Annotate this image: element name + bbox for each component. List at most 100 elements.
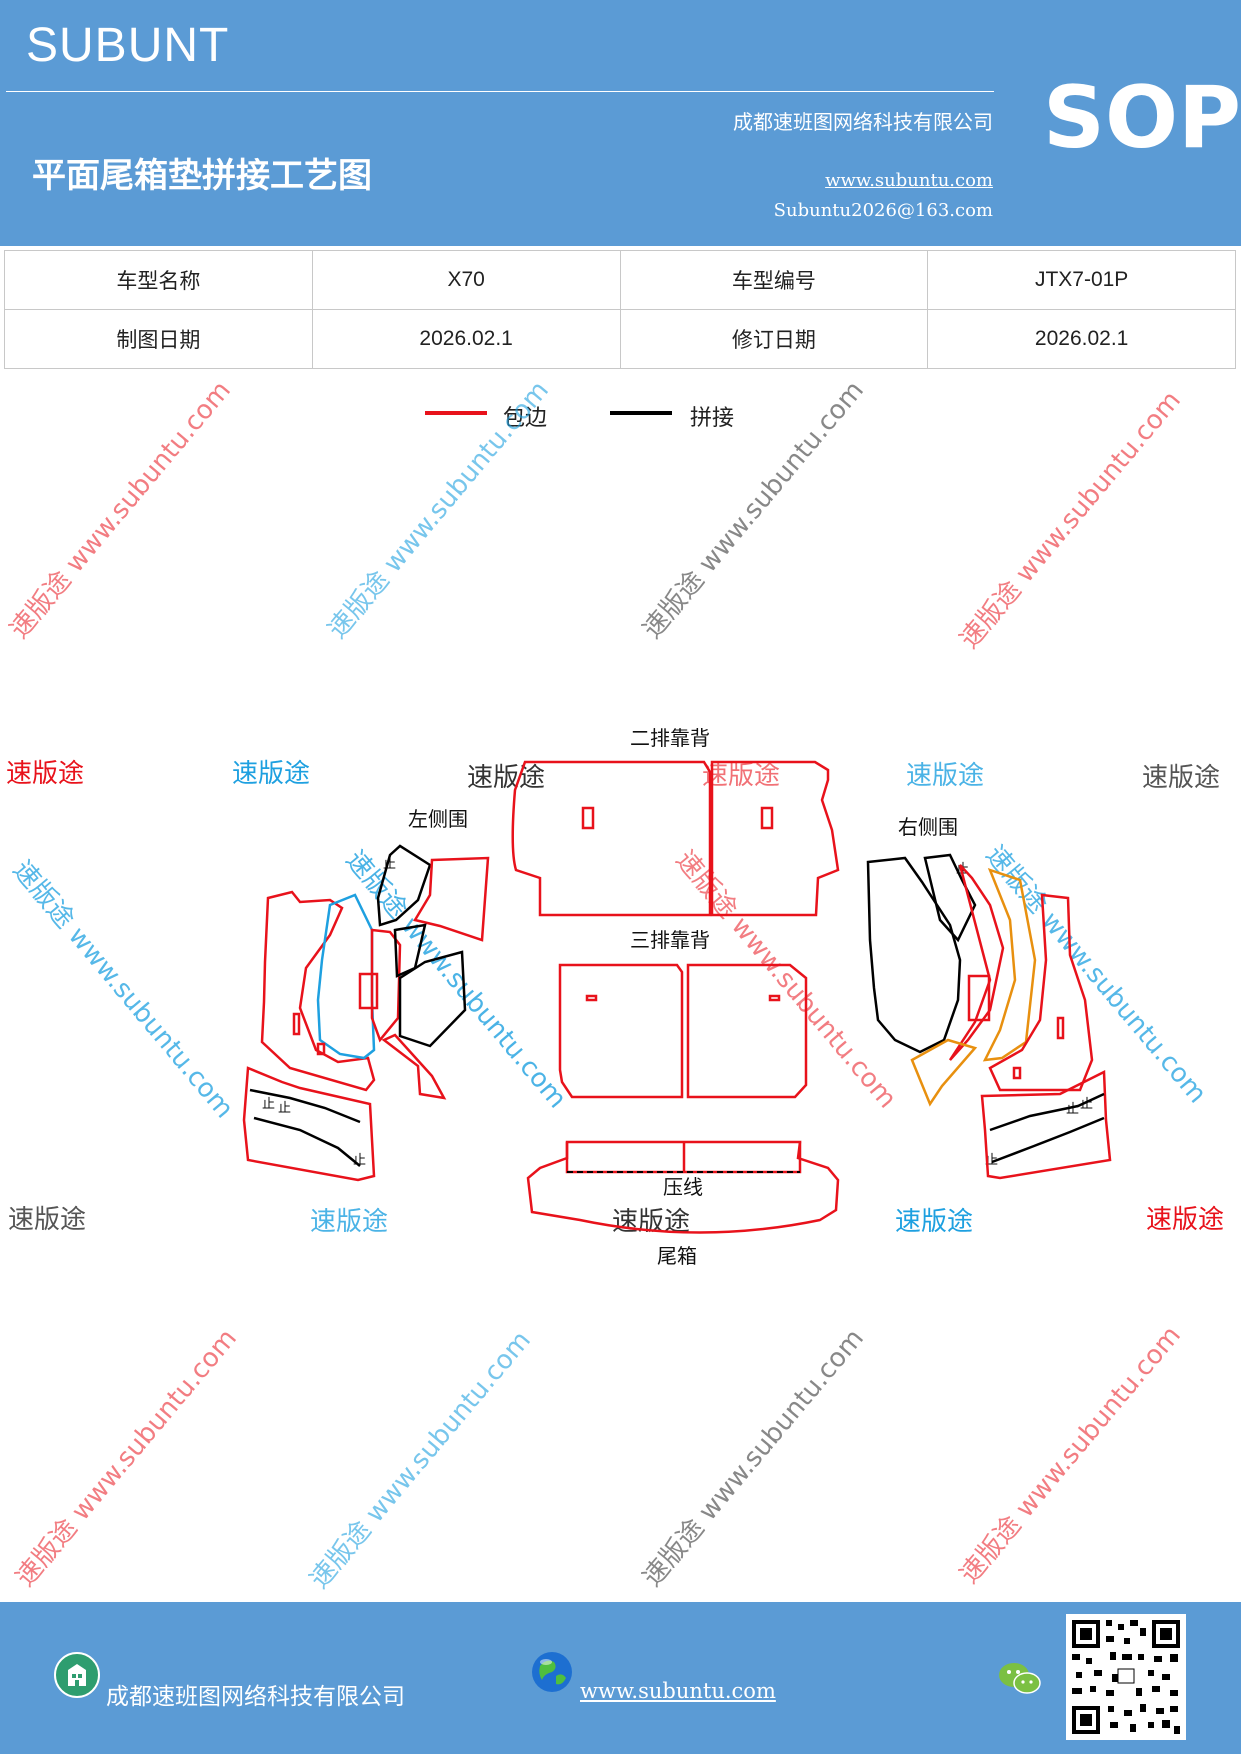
third-row-slot xyxy=(768,994,781,1002)
label-second-row-back: 二排靠背 xyxy=(630,726,710,750)
model-name-label: 车型名称 xyxy=(4,250,313,310)
right-side-slot xyxy=(1012,1066,1022,1080)
right-side-bottom-panel xyxy=(980,1070,1112,1180)
diagram-labels: 二排靠背 三排靠背 左侧围 右侧围 压线 尾箱 xyxy=(408,726,958,1268)
legend-edge-swatch xyxy=(425,411,487,415)
stop-mark: 止 xyxy=(1066,1102,1079,1117)
third-row-back-panels xyxy=(558,963,808,1099)
third-row-slot xyxy=(585,994,598,1002)
right-side-lower-strip xyxy=(910,1038,978,1107)
diagonal-watermark: 速版途 www.subuntu.com xyxy=(637,1324,869,1593)
left-side-cutout xyxy=(358,972,379,1010)
trunk-floor xyxy=(526,1140,840,1234)
diagonal-watermark: 速版途 www.subuntu.com xyxy=(10,1324,242,1593)
right-side-cutout xyxy=(967,974,991,1022)
right-side-bottom-seam xyxy=(991,1116,1105,1164)
revise-date-value: 2026.02.1 xyxy=(927,309,1236,369)
table-row: 车型名称 X70 车型编号 JTX7-01P xyxy=(4,250,1236,310)
label-right-side: 右侧围 xyxy=(898,815,958,839)
label-left-side: 左侧围 xyxy=(408,807,468,831)
watermark-brand: 速版途 xyxy=(467,763,545,793)
second-row-cutout xyxy=(760,806,774,830)
globe-icon xyxy=(532,1652,572,1692)
footer-company: 成都速班图网络科技有限公司 xyxy=(106,1684,405,1710)
second-row-cutout xyxy=(581,806,595,830)
right-side-main-piece xyxy=(866,856,962,1054)
header-divider xyxy=(6,91,994,92)
second-row-left-panel xyxy=(511,760,712,917)
stop-mark: 止 xyxy=(262,1097,275,1112)
left-side-lower-strip xyxy=(381,1033,447,1100)
info-table: 车型名称 X70 车型编号 JTX7-01P 制图日期 2026.02.1 修订… xyxy=(4,250,1236,369)
header-banner: SUBUNT 平面尾箱垫拼接工艺图 成都速班图网络科技有限公司 www.subu… xyxy=(0,0,1241,246)
third-row-right-panel xyxy=(686,963,808,1099)
left-side-trim xyxy=(242,844,490,1182)
stop-mark: 止 xyxy=(278,1101,291,1116)
qr-code xyxy=(1066,1614,1186,1740)
diagonal-watermark: 速版途 www.subuntu.com xyxy=(954,386,1186,655)
sop-badge: SOP xyxy=(1043,68,1241,168)
left-side-top-panel xyxy=(413,856,490,942)
header-company: 成都速班图网络科技有限公司 xyxy=(733,110,993,134)
left-side-slot xyxy=(292,1012,301,1036)
horizontal-watermarks: 速版途 速版途 速版途 速版途 速版途 速版途 速版途 速版途 速版途 速版途 … xyxy=(6,759,1224,1237)
diagonal-watermark: 速版途 www.subuntu.com xyxy=(340,845,572,1114)
legend-splice-label: 拼接 xyxy=(690,406,735,431)
diagonal-watermark: 速版途 www.subuntu.com xyxy=(670,845,902,1114)
diagonal-watermark: 速版途 www.subuntu.com xyxy=(637,376,869,645)
header-website-link[interactable]: www.subuntu.com xyxy=(825,170,993,191)
brand-name: SUBUNT xyxy=(26,19,230,72)
right-side-bottom-seam xyxy=(989,1092,1105,1132)
right-side-trim xyxy=(866,853,1112,1180)
left-side-pocket xyxy=(370,928,402,1043)
diagonal-watermark: 速版途 www.subuntu.com xyxy=(954,1321,1186,1590)
wechat-icon xyxy=(999,1663,1041,1694)
left-side-upper-piece xyxy=(376,844,432,927)
watermark-brand: 速版途 xyxy=(702,761,780,791)
model-code-label: 车型编号 xyxy=(619,250,929,310)
right-side-outer-panel xyxy=(988,893,1094,1092)
diagonal-watermark: 速版途 www.subuntu.com xyxy=(304,1326,536,1595)
left-side-bottom-seam xyxy=(253,1116,361,1167)
watermark-brand: 速版途 xyxy=(1146,1205,1224,1235)
trunk-floor-outline xyxy=(526,1140,840,1234)
legend-splice-swatch xyxy=(610,411,672,415)
watermark-brand: 速版途 xyxy=(6,759,84,789)
diagonal-watermarks: 速版途 www.subuntu.com 速版途 www.subuntu.com … xyxy=(4,376,1212,1595)
label-third-row-back: 三排靠背 xyxy=(630,928,710,952)
diagonal-watermark: 速版途 www.subuntu.com xyxy=(7,855,239,1124)
third-row-left-panel xyxy=(558,963,684,1099)
building-icon xyxy=(54,1652,100,1698)
watermark-brand: 速版途 xyxy=(232,759,310,789)
watermark-brand: 速版途 xyxy=(906,761,984,791)
watermark-brand: 速版途 xyxy=(8,1205,86,1235)
left-side-mid-piece xyxy=(398,950,467,1048)
model-code-value: JTX7-01P xyxy=(927,250,1236,310)
page-title: 平面尾箱垫拼接工艺图 xyxy=(32,156,372,196)
right-side-orange-panel xyxy=(982,867,1037,1062)
header-email: Subuntu2026@163.com xyxy=(773,200,993,221)
label-trunk: 尾箱 xyxy=(657,1244,697,1268)
left-side-bottom-panel xyxy=(242,1066,376,1182)
left-side-slot xyxy=(316,1042,326,1056)
model-name-value: X70 xyxy=(311,250,621,310)
footer-website-link[interactable]: www.subuntu.com xyxy=(580,1679,776,1703)
draw-date-value: 2026.02.1 xyxy=(311,309,621,369)
watermark-brand: 速版途 xyxy=(310,1207,388,1237)
watermark-brand: 速版途 xyxy=(1142,763,1220,793)
table-row: 制图日期 2026.02.1 修订日期 2026.02.1 xyxy=(4,309,1236,369)
second-row-right-panel xyxy=(710,760,840,917)
legend-edge-label: 包边 xyxy=(503,406,548,431)
left-side-blue-panel xyxy=(316,893,376,1060)
right-side-edge-piece xyxy=(948,864,1005,1061)
right-side-upper-piece xyxy=(923,853,977,943)
left-side-outer-panel xyxy=(260,890,376,1092)
left-side-bottom-seam xyxy=(249,1088,361,1124)
label-press-line: 压线 xyxy=(663,1175,703,1199)
diagonal-watermark: 速版途 www.subuntu.com xyxy=(322,376,554,645)
diagonal-watermark: 速版途 www.subuntu.com xyxy=(4,376,236,645)
revise-date-label: 修订日期 xyxy=(619,309,929,369)
draw-date-label: 制图日期 xyxy=(4,309,313,369)
right-side-slot xyxy=(1056,1016,1065,1040)
